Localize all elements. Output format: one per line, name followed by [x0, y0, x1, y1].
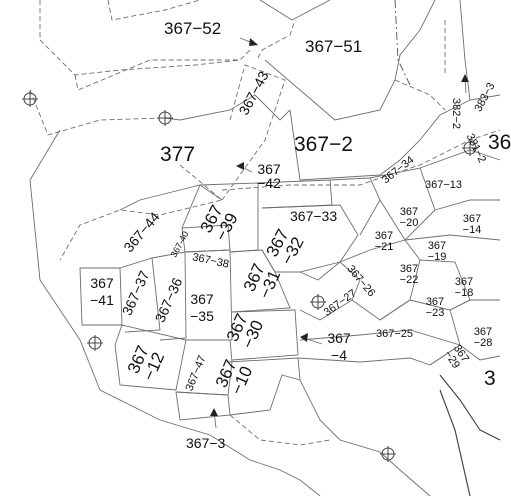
parcel-label-367-2: 367−2: [294, 133, 353, 156]
parcel-label-367-52: 367−52: [164, 19, 222, 38]
parcel-label-382-2: 382−2: [449, 98, 462, 129]
parcel-label-367-21: 367−21: [374, 230, 394, 253]
parcel-label-367-42: 367−42: [257, 161, 281, 191]
parcel-label-367-41: 367−41: [90, 275, 114, 308]
parcel-map: [22, 0, 501, 496]
parcel-label-367-20: 367−20: [399, 206, 419, 229]
parcel-label-367-23: 367−23: [425, 296, 445, 319]
parcel-block-center: [79, 149, 501, 496]
parcel-label-367-18: 367−18: [454, 276, 474, 299]
survey-marks: [22, 91, 478, 462]
parcel-label-367-19: 367−19: [427, 240, 447, 263]
parcel-label-367-51: 367−51: [305, 37, 363, 56]
leader-arrows: [210, 37, 469, 429]
parcel-label-367-33: 367−33: [290, 208, 338, 224]
parcel-label-377: 377: [160, 143, 196, 166]
parcel-label-367-14: 367−14: [462, 213, 482, 236]
parcel-label-edge-3: 3: [484, 367, 496, 390]
parcel-label-367-22: 367−22: [399, 263, 419, 286]
parcel-label-367-28: 367−28: [473, 326, 493, 349]
parcel-label-edge-36: 36: [488, 131, 511, 154]
parcel-label-367-3: 367−3: [186, 435, 226, 451]
parcel-label-367-35: 367−35: [190, 291, 214, 324]
parcel-label-367-4: 367−4: [327, 330, 351, 363]
parcel-label-367-25: 367−25: [376, 328, 414, 340]
parcel-label-367-13: 367−13: [425, 179, 463, 191]
parcel-boundaries: [29, 0, 501, 496]
